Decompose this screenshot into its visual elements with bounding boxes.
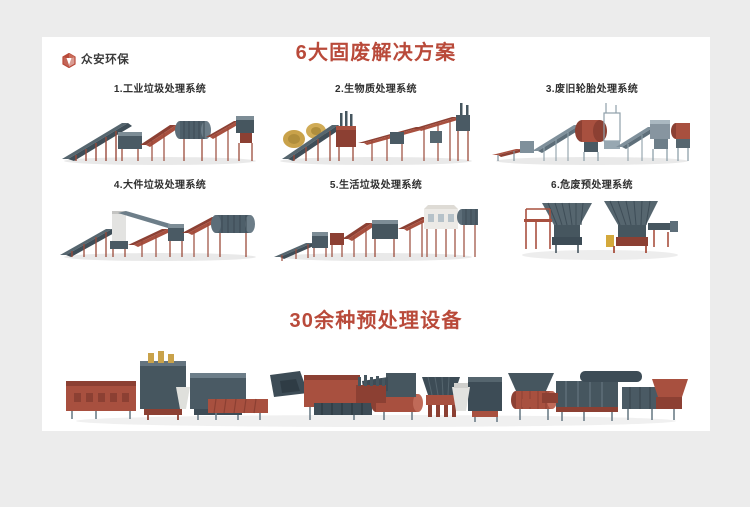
page-title-top: 6大固废解决方案 <box>295 42 457 64</box>
municipal-waste-line-illustration <box>272 195 480 265</box>
solution-card-6[interactable]: 6.危废预处理系统 <box>484 181 700 265</box>
brand-logo: 众安环保 <box>62 53 129 68</box>
biomass-line-illustration <box>272 99 480 169</box>
solution-card-4[interactable]: 4.大件垃圾处理系统 <box>52 181 268 265</box>
solution-card-3[interactable]: 3.废旧轮胎处理系统 <box>484 85 700 169</box>
solutions-grid: 1.工业垃圾处理系统 <box>52 85 700 265</box>
solution-label-2: 2.生物质处理系统 <box>335 84 417 95</box>
brand-name: 众安环保 <box>81 53 130 66</box>
solution-card-1[interactable]: 1.工业垃圾处理系统 <box>52 85 268 169</box>
solution-card-2[interactable]: 2.生物质处理系统 <box>268 85 484 169</box>
solution-label-6: 6.危废预处理系统 <box>551 180 633 191</box>
tire-recycling-line-illustration <box>488 99 696 169</box>
solutions-row-1: 1.工业垃圾处理系统 <box>52 85 700 169</box>
content-card: 众安环保 6大固废解决方案 1.工业垃圾处理系统 <box>42 37 710 431</box>
solution-card-5[interactable]: 5.生活垃圾处理系统 <box>268 181 484 265</box>
solution-label-4: 4.大件垃圾处理系统 <box>113 180 207 191</box>
hazardous-waste-pretreatment-illustration <box>488 195 696 265</box>
hexagon-cube-logo-icon <box>62 53 76 68</box>
bulky-waste-line-illustration <box>56 195 264 265</box>
industrial-waste-line-illustration <box>56 99 264 169</box>
page-title-bottom: 30余种预处理设备 <box>289 310 463 332</box>
equipment-lineup-panorama-illustration <box>56 347 696 429</box>
solution-label-3: 3.废旧轮胎处理系统 <box>545 84 639 95</box>
solution-label-5: 5.生活垃圾处理系统 <box>329 180 423 191</box>
solution-label-1: 1.工业垃圾处理系统 <box>113 84 207 95</box>
solutions-row-2: 4.大件垃圾处理系统 <box>52 181 700 265</box>
